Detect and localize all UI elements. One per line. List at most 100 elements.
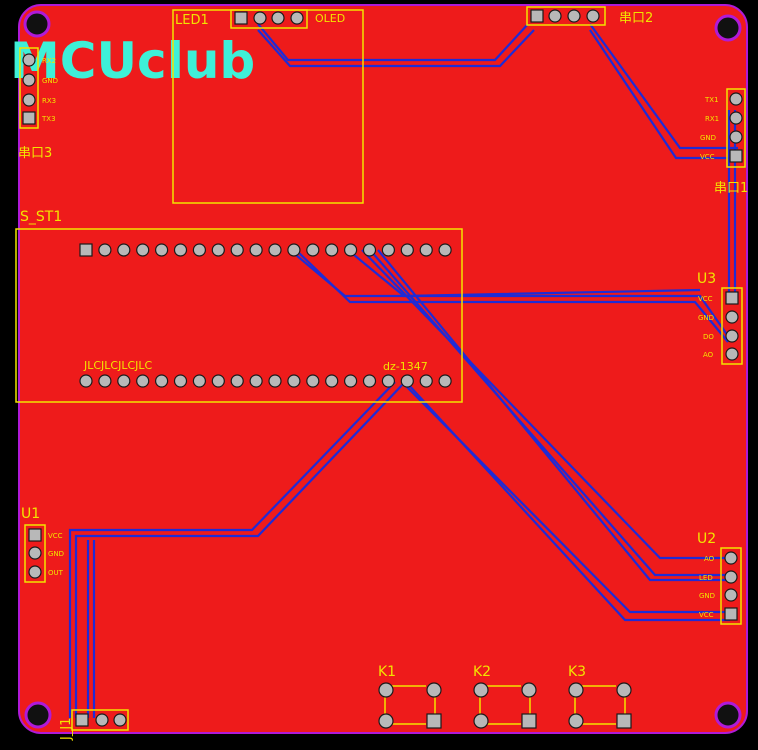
j1-pin-2 xyxy=(95,713,109,727)
mcu-top-pin-9 xyxy=(230,243,244,257)
u2-pin-3 xyxy=(724,588,738,602)
k2-pin-4 xyxy=(521,713,537,729)
port2-pin-2 xyxy=(548,9,562,23)
mcu-top-pin-20 xyxy=(438,243,452,257)
port2-pin-3 xyxy=(567,9,581,23)
port3-outline xyxy=(19,47,39,129)
k3-designator: K3 xyxy=(568,664,586,680)
led1-designator: LED1 xyxy=(175,13,209,28)
mcu-bottom-pin-17 xyxy=(381,374,395,388)
mcu-top-pin-17 xyxy=(381,243,395,257)
port3-pin-4 xyxy=(22,111,36,125)
port1-pin-3 xyxy=(729,130,743,144)
mcu-top-pin-2 xyxy=(98,243,112,257)
mcu-top-pin-3 xyxy=(117,243,131,257)
mcu-top-pin-10 xyxy=(249,243,263,257)
u1-pin-label-2: GND xyxy=(48,550,64,558)
u1-pin-2 xyxy=(28,546,42,560)
port2-pin-1 xyxy=(530,9,544,23)
led1-header-outline xyxy=(230,9,308,29)
mcu-top-pin-12 xyxy=(287,243,301,257)
mcu-bottom-pin-3 xyxy=(117,374,131,388)
port1-pin-1 xyxy=(729,92,743,106)
port3-pin-label-4: TX3 xyxy=(41,115,56,123)
mcu-top-pin-6 xyxy=(173,243,188,257)
u3-pin-label-1: VCC xyxy=(698,295,713,303)
port1-pin-label-2: RX1 xyxy=(705,115,719,123)
u1-pin-3 xyxy=(28,565,42,579)
mcu-top-pin-1 xyxy=(79,243,93,257)
mcu-bottom-pin-14 xyxy=(325,374,339,388)
k2-pin-3 xyxy=(473,713,489,729)
mcu-bottom-pin-13 xyxy=(306,374,320,388)
u2-pin-label-4: VCC xyxy=(699,611,714,619)
u2-pin-1 xyxy=(724,551,738,565)
port2-pin-4 xyxy=(586,9,600,23)
mcu-top-pin-18 xyxy=(400,243,414,257)
port1-pin-label-4: VCC xyxy=(700,153,715,161)
u1-pin-label-1: VCC xyxy=(48,532,63,540)
k2-pin-2 xyxy=(521,682,537,698)
mcu-bottom-pin-12 xyxy=(287,374,301,388)
mcu-top-pin-15 xyxy=(344,243,358,257)
mcu-top-pin-19 xyxy=(419,243,433,257)
u1-designator: U1 xyxy=(21,506,40,522)
k3-pin-4 xyxy=(616,713,632,729)
mcu-top-pin-16 xyxy=(362,243,377,257)
mounting-hole-top-left xyxy=(23,10,51,38)
mcu-top-pin-14 xyxy=(325,243,339,257)
u3-pin-3 xyxy=(725,329,739,343)
mcu-top-pin-5 xyxy=(155,243,169,257)
u3-pin-label-4: AO xyxy=(703,351,714,359)
u3-pin-4 xyxy=(725,347,739,361)
k1-pin-4 xyxy=(426,713,442,729)
j1-outline xyxy=(71,709,129,731)
k1-designator: K1 xyxy=(378,664,396,680)
dz-text: dz-1347 xyxy=(383,360,428,373)
u1-outline xyxy=(24,524,46,583)
port1-pin-label-1: TX1 xyxy=(704,96,719,104)
board-outline xyxy=(18,4,748,734)
s-st1-designator: S_ST1 xyxy=(20,209,62,225)
u3-pin-label-2: GND xyxy=(698,314,714,322)
mcu-bottom-pin-7 xyxy=(192,374,206,388)
k2-designator: K2 xyxy=(473,664,491,680)
mcu-bottom-pin-4 xyxy=(136,374,150,388)
port3-pin-label-1: RX2 xyxy=(42,57,56,65)
mcu-bottom-pin-10 xyxy=(249,374,263,388)
oled-label: OLED xyxy=(315,12,345,25)
port2-designator: 串口2 xyxy=(619,11,653,26)
mcu-top-pin-13 xyxy=(306,243,320,257)
u3-pin-label-3: DO xyxy=(703,333,714,341)
k1-pin-1 xyxy=(378,682,394,698)
u2-pin-label-3: GND xyxy=(699,592,715,600)
port1-pin-label-3: GND xyxy=(700,134,716,142)
led1-pin-3 xyxy=(271,11,285,25)
u2-pin-2 xyxy=(724,570,738,584)
mcu-top-pin-8 xyxy=(211,243,225,257)
port3-pin-label-2: GND xyxy=(42,77,58,85)
mcu-bottom-pin-16 xyxy=(362,374,377,388)
jlc-text: JLCJLCJLCJLC xyxy=(83,359,153,372)
port3-pin-1 xyxy=(22,53,36,67)
k3-pin-3 xyxy=(568,713,584,729)
j1-designator: J_J1 xyxy=(59,718,74,741)
k1-pin-3 xyxy=(378,713,394,729)
mcu-bottom-pin-2 xyxy=(98,374,112,388)
mcu-top-pin-11 xyxy=(268,243,282,257)
port1-pin-2 xyxy=(729,111,743,125)
led1-pin-4 xyxy=(290,11,304,25)
u3-pin-1 xyxy=(725,291,739,305)
u2-pin-label-1: AO xyxy=(704,555,715,563)
u1-pin-label-3: OUT xyxy=(48,569,64,577)
mcu-bottom-pin-20 xyxy=(438,374,452,388)
u2-pin-4 xyxy=(724,607,738,621)
mounting-hole-bottom-left xyxy=(24,701,52,729)
mounting-hole-top-right xyxy=(714,14,742,42)
mcu-top-pin-4 xyxy=(136,243,150,257)
s-st1-outline xyxy=(15,228,463,403)
mcu-top-pin-7 xyxy=(192,243,206,257)
port1-outline xyxy=(726,88,746,168)
mcu-bottom-pin-15 xyxy=(344,374,358,388)
